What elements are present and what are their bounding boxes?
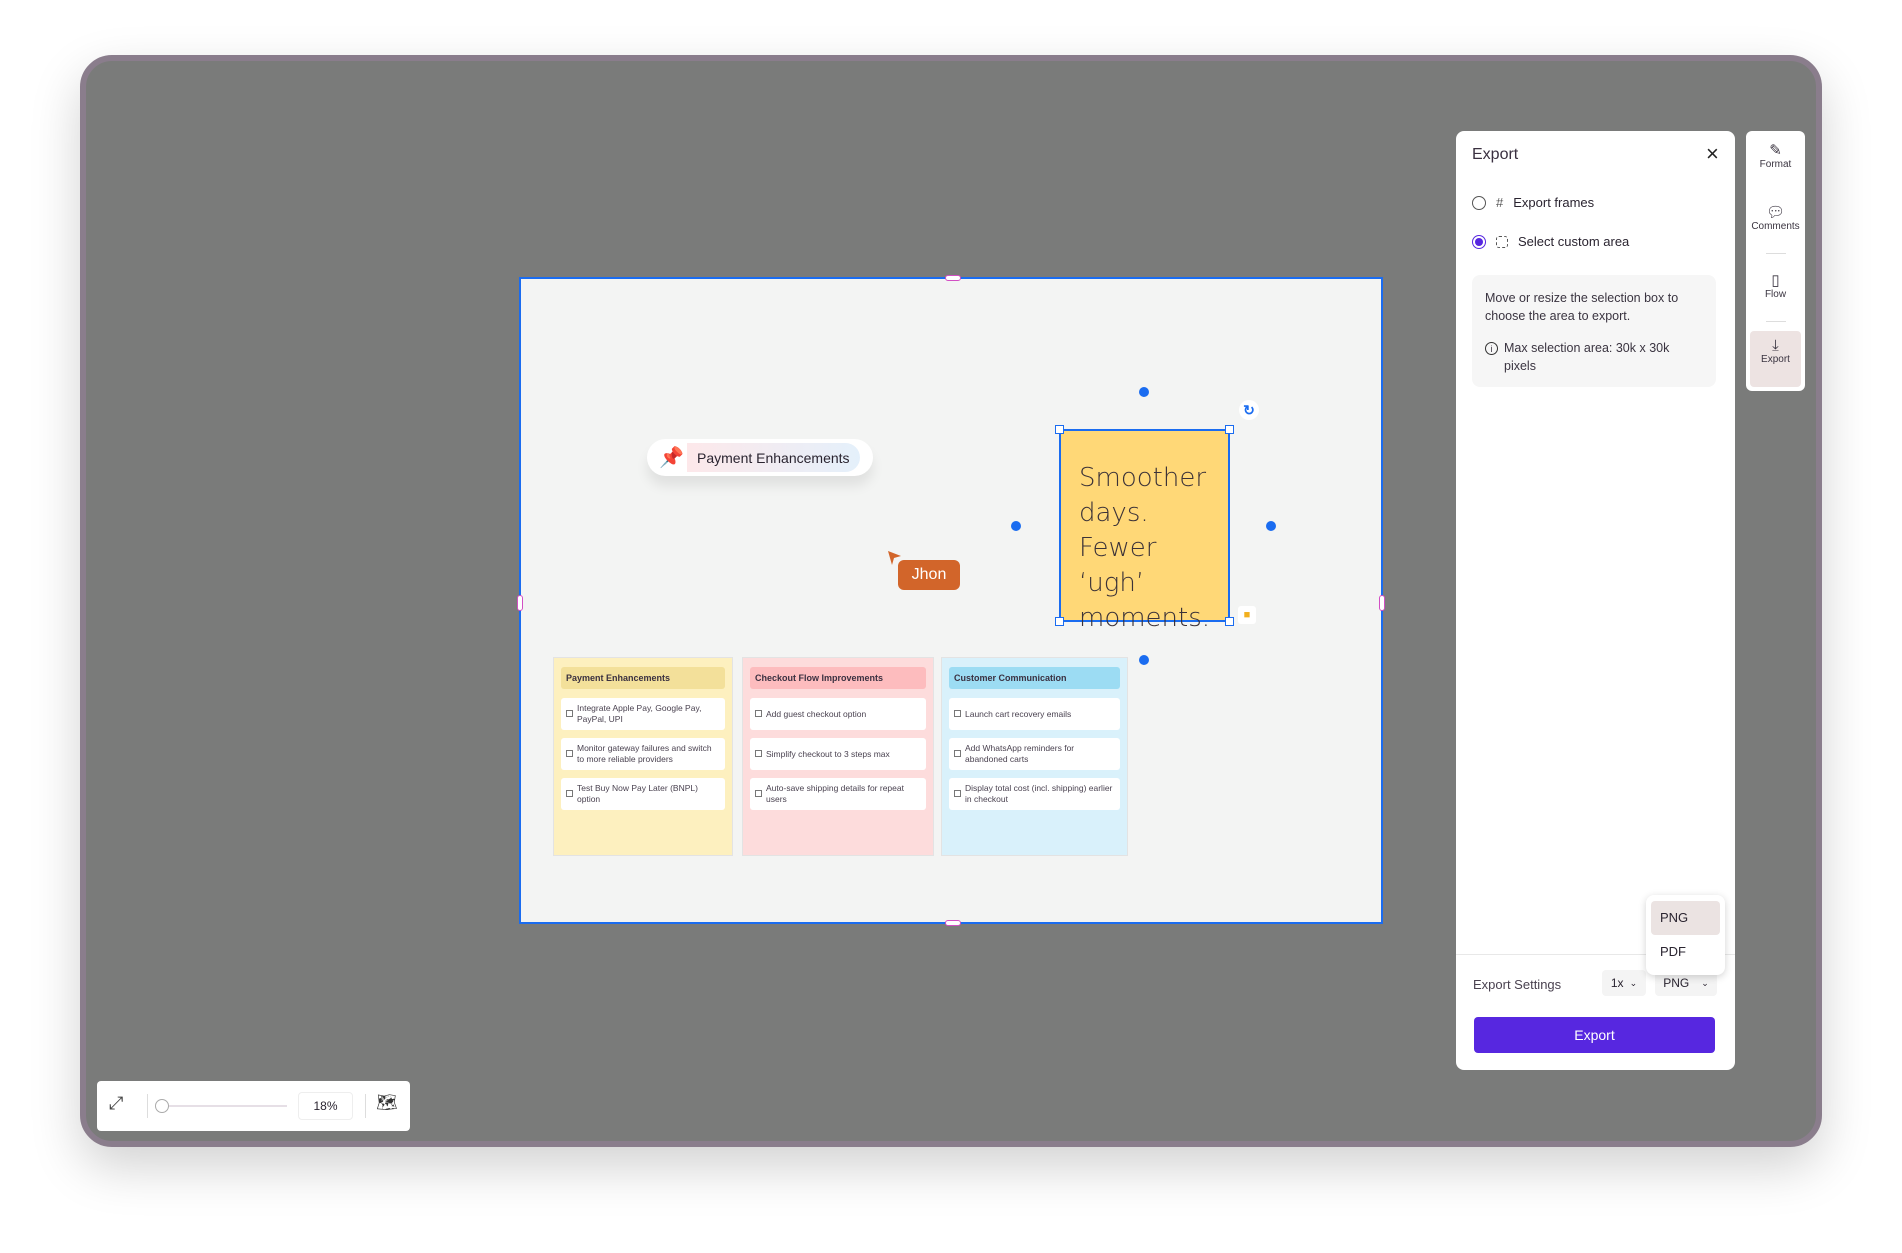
frame-icon: # bbox=[1496, 195, 1504, 210]
scale-select[interactable]: 1x ⌄ bbox=[1602, 970, 1646, 996]
task-item[interactable]: Auto-save shipping details for repeat us… bbox=[750, 778, 926, 810]
format-option-pdf[interactable]: PDF bbox=[1660, 944, 1686, 959]
info-icon: i bbox=[1485, 342, 1498, 355]
toolbar-label: Format bbox=[1759, 159, 1792, 170]
right-toolbar: ✎Format 💬︎Comments ▯Flow ⤓Export bbox=[1746, 131, 1805, 391]
resize-handle[interactable] bbox=[1055, 425, 1064, 434]
kanban-column: Payment Enhancements Integrate Apple Pay… bbox=[553, 657, 733, 856]
sticky-line: Fewer ‘ugh’ bbox=[1079, 533, 1157, 598]
resize-handle-left[interactable] bbox=[517, 595, 523, 611]
area-select-icon bbox=[1496, 235, 1508, 248]
resize-handle-right[interactable] bbox=[1379, 595, 1385, 611]
divider bbox=[1456, 954, 1735, 955]
radio-button[interactable] bbox=[1472, 195, 1486, 210]
info-text: Move or resize the selection box to choo… bbox=[1485, 291, 1679, 323]
column-title: Customer Communication bbox=[949, 667, 1120, 689]
task-item[interactable]: Launch cart recovery emails bbox=[949, 698, 1120, 730]
max-area-text: Max selection area: 30k x 30k pixels bbox=[1504, 341, 1670, 373]
scale-value: 1x bbox=[1610, 976, 1624, 990]
resize-handle[interactable] bbox=[1225, 425, 1234, 434]
format-dropdown-menu: PNG PDF bbox=[1646, 895, 1725, 975]
fullscreen-icon[interactable]: ⤢ bbox=[109, 1093, 124, 1113]
zoom-slider[interactable] bbox=[157, 1105, 287, 1107]
zoom-level[interactable]: 18% bbox=[298, 1092, 353, 1120]
option-select-custom-area[interactable]: Select custom area bbox=[1472, 234, 1629, 249]
info-box: Move or resize the selection box to choo… bbox=[1472, 275, 1716, 387]
toolbar-label: Comments bbox=[1751, 221, 1800, 232]
format-value: PNG bbox=[1663, 976, 1690, 990]
resize-handle-top[interactable] bbox=[945, 275, 961, 281]
connector-dot-bottom[interactable] bbox=[1139, 655, 1149, 665]
toolbar-flow[interactable]: ▯Flow bbox=[1746, 271, 1805, 300]
column-title: Checkout Flow Improvements bbox=[750, 667, 926, 689]
export-settings-label: Export Settings bbox=[1473, 977, 1562, 992]
chevron-down-icon: ⌄ bbox=[1701, 977, 1709, 988]
resize-handle-bottom[interactable] bbox=[945, 920, 961, 926]
toolbar-format[interactable]: ✎Format bbox=[1746, 141, 1805, 170]
kanban-column: Customer Communication Launch cart recov… bbox=[941, 657, 1128, 856]
resize-handle[interactable] bbox=[1225, 617, 1234, 626]
task-item[interactable]: Display total cost (incl. shipping) earl… bbox=[949, 778, 1120, 810]
toolbar-label: Export bbox=[1761, 354, 1790, 365]
sticky-line: Smoother bbox=[1079, 463, 1207, 493]
kanban-column: Checkout Flow Improvements Add guest che… bbox=[742, 657, 934, 856]
format-brush-icon: ✎ bbox=[1769, 142, 1782, 159]
option-label: Export frames bbox=[1513, 195, 1595, 210]
toolbar-label: Flow bbox=[1764, 289, 1787, 300]
resize-handle[interactable] bbox=[1055, 617, 1064, 626]
connector-dot-left[interactable] bbox=[1011, 521, 1021, 531]
pushpin-icon: 📌 bbox=[659, 447, 684, 469]
radio-button-selected[interactable] bbox=[1472, 234, 1486, 249]
task-item[interactable]: Test Buy Now Pay Later (BNPL) option bbox=[561, 778, 725, 810]
task-item[interactable]: Add guest checkout option bbox=[750, 698, 926, 730]
zoom-toolbar: ⤢ 18% 🗺︎ bbox=[97, 1081, 410, 1131]
option-export-frames[interactable]: # Export frames bbox=[1472, 195, 1594, 210]
rotate-icon[interactable]: ↻ bbox=[1239, 400, 1259, 420]
payment-enhancements-pill[interactable]: 📌 Payment Enhancements bbox=[647, 439, 873, 476]
sticky-note[interactable]: Smoother days. Fewer ‘ugh’ moments. bbox=[1055, 425, 1234, 633]
sticky-line: days. bbox=[1079, 498, 1149, 528]
task-item[interactable]: Monitor gateway failures and switch to m… bbox=[561, 738, 725, 770]
format-option-png[interactable]: PNG bbox=[1651, 901, 1720, 935]
collaborator-cursor-label: Jhon bbox=[898, 560, 960, 590]
panel-title: Export bbox=[1472, 146, 1519, 163]
close-icon[interactable]: × bbox=[1706, 141, 1719, 166]
cursor-pointer-icon bbox=[888, 551, 901, 565]
pill-label: Payment Enhancements bbox=[687, 443, 860, 472]
export-button[interactable]: Export bbox=[1474, 1017, 1715, 1053]
column-title: Payment Enhancements bbox=[561, 667, 725, 689]
connector-dot-top[interactable] bbox=[1139, 387, 1149, 397]
comment-icon: 💬︎ bbox=[1765, 204, 1786, 221]
zoom-slider-thumb[interactable] bbox=[155, 1099, 169, 1113]
task-item[interactable]: Simplify checkout to 3 steps max bbox=[750, 738, 926, 770]
task-item[interactable]: Integrate Apple Pay, Google Pay, PayPal,… bbox=[561, 698, 725, 730]
connector-dot-right[interactable] bbox=[1266, 521, 1276, 531]
chevron-down-icon: ⌄ bbox=[1629, 977, 1638, 988]
toolbar-comments[interactable]: 💬︎Comments bbox=[1746, 203, 1805, 232]
download-icon: ⤓ bbox=[1772, 337, 1779, 354]
toolbar-export[interactable]: ⤓Export bbox=[1750, 331, 1801, 387]
minimap-icon[interactable]: 🗺︎ bbox=[376, 1093, 398, 1112]
option-label: Select custom area bbox=[1518, 234, 1630, 249]
export-panel: Export × # Export frames Select custom a… bbox=[1456, 131, 1735, 1070]
flow-icon: ▯ bbox=[1771, 272, 1780, 289]
sticky-line: moments. bbox=[1079, 603, 1211, 633]
sticky-color-icon[interactable]: ■ bbox=[1238, 606, 1256, 624]
task-item[interactable]: Add WhatsApp reminders for abandoned car… bbox=[949, 738, 1120, 770]
